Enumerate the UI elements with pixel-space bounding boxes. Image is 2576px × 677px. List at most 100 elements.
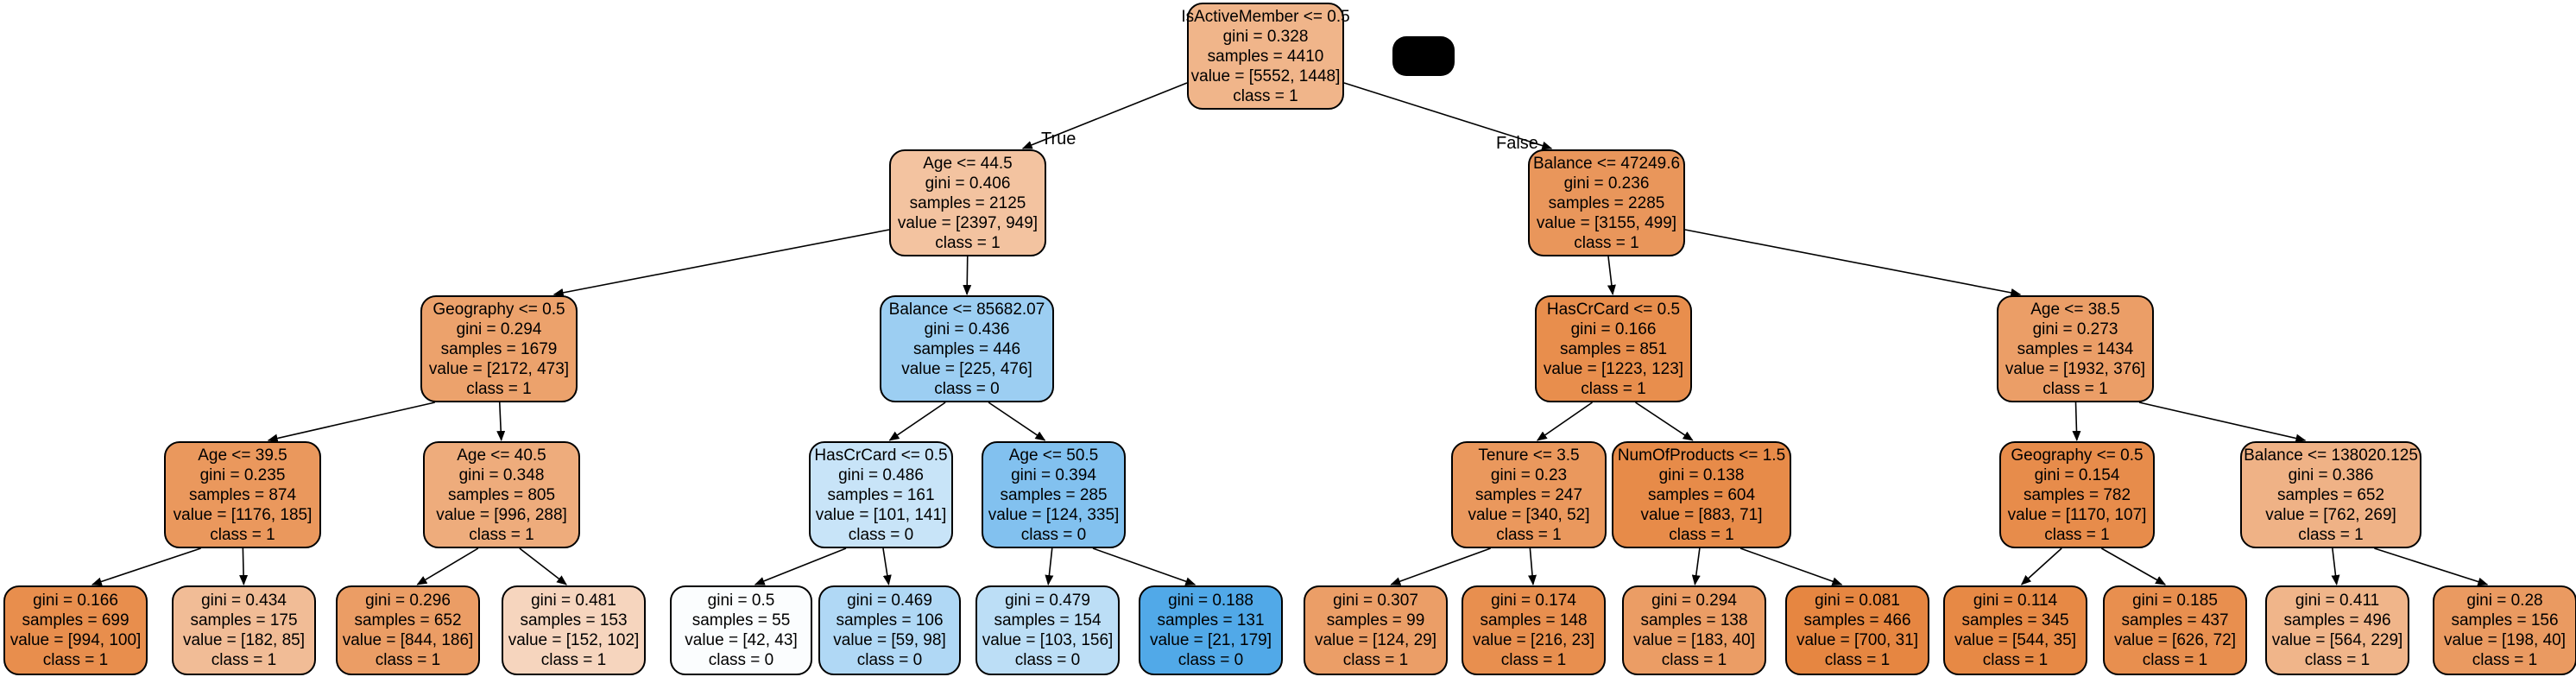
node-text-line: samples = 652 bbox=[2276, 485, 2385, 504]
node-text-line: Age <= 40.5 bbox=[457, 446, 546, 465]
node-text-line: samples = 805 bbox=[447, 485, 556, 504]
node-text-line: value = [626, 72] bbox=[2113, 631, 2237, 649]
node-text-line: value = [1176, 185] bbox=[173, 505, 313, 524]
node-text-line: value = [1223, 123] bbox=[1543, 359, 1684, 378]
node-text-line: class = 1 bbox=[1574, 233, 1639, 252]
node-text-line: gini = 0.294 bbox=[456, 320, 542, 338]
node-text-line: samples = 55 bbox=[691, 611, 791, 630]
node-text-line: class = 1 bbox=[935, 233, 1001, 252]
node-text-line: HasCrCard <= 0.5 bbox=[1546, 300, 1681, 319]
node-text-line: value = [3155, 499] bbox=[1536, 213, 1677, 232]
node-text-line: gini = 0.481 bbox=[531, 592, 616, 610]
node-text-line: value = [994, 100] bbox=[9, 631, 142, 649]
edge-n12-n26 bbox=[1739, 547, 1843, 586]
node-text-line: gini = 0.5 bbox=[707, 592, 775, 610]
node-text-line: value = [564, 229] bbox=[2271, 631, 2403, 649]
node-text-line: value = [996, 288] bbox=[436, 505, 567, 524]
node-text-line: samples = 153 bbox=[520, 611, 628, 630]
node-text-line: class = 1 bbox=[2298, 525, 2364, 544]
node-text-line: samples = 466 bbox=[1803, 611, 1911, 630]
node-text-line: value = [182, 85] bbox=[182, 631, 306, 649]
node-text-line: gini = 0.154 bbox=[2034, 465, 2120, 484]
node-text-line: samples = 446 bbox=[912, 339, 1021, 358]
node-text-line: gini = 0.411 bbox=[2295, 592, 2380, 610]
node-text-line: value = [1932, 376] bbox=[2005, 359, 2146, 378]
node-text-line: gini = 0.114 bbox=[1973, 592, 2058, 610]
node-text-line: gini = 0.236 bbox=[1563, 174, 1650, 193]
node-text-line: class = 0 bbox=[848, 525, 914, 544]
node-text-line: value = [544, 35] bbox=[1954, 631, 2077, 649]
node-text-line: gini = 0.394 bbox=[1011, 465, 1096, 484]
node-text-line: class = 1 bbox=[1500, 651, 1567, 669]
node-text-line: class = 1 bbox=[1496, 525, 1562, 544]
node-text-line: samples = 345 bbox=[1961, 611, 2069, 630]
edge-n6-n13 bbox=[2072, 402, 2081, 441]
node-text-line: samples = 604 bbox=[1647, 485, 1756, 504]
node-text-line: samples = 699 bbox=[22, 611, 129, 630]
node-text-line: Age <= 38.5 bbox=[2030, 300, 2120, 319]
node-text-line: value = [1170, 107] bbox=[2007, 505, 2147, 524]
node-text-line: samples = 161 bbox=[827, 485, 935, 504]
node-text-line: samples = 131 bbox=[1157, 611, 1265, 630]
edge-n2-n5 bbox=[1607, 256, 1616, 295]
node-text-line: NumOfProducts <= 1.5 bbox=[1617, 446, 1786, 465]
node-text-line: class = 1 bbox=[2304, 651, 2371, 669]
node-text-line: class = 0 bbox=[1014, 651, 1081, 669]
node-text-line: Tenure <= 3.5 bbox=[1478, 446, 1580, 465]
node-text-line: class = 1 bbox=[2042, 379, 2108, 398]
edge-n14-n30 bbox=[2374, 547, 2489, 586]
edge-label-true: True bbox=[1041, 130, 1076, 149]
node-text-line: gini = 0.386 bbox=[2288, 465, 2374, 484]
node-text-line: class = 1 bbox=[42, 651, 109, 669]
edge-n10-n22 bbox=[1092, 547, 1196, 586]
edge-n8-n18 bbox=[519, 547, 567, 585]
node-text-line: gini = 0.307 bbox=[1333, 592, 1418, 610]
node-text-line: samples = 1434 bbox=[2017, 339, 2134, 358]
node-text-line: value = [59, 98] bbox=[833, 631, 946, 649]
edge-n13-n27 bbox=[2020, 547, 2062, 585]
node-text-line: value = [2172, 473] bbox=[428, 359, 570, 378]
node-text-line: value = [124, 335] bbox=[988, 505, 1120, 524]
node-text-line: gini = 0.188 bbox=[1168, 592, 1253, 610]
node-text-line: class = 1 bbox=[1982, 651, 2049, 669]
edge-n4-n9 bbox=[888, 402, 946, 441]
node-text-line: gini = 0.081 bbox=[1815, 592, 1900, 610]
node-text-line: samples = 106 bbox=[836, 611, 944, 630]
edge-label-false: False bbox=[1496, 134, 1538, 153]
node-text-line: Geography <= 0.5 bbox=[432, 300, 565, 319]
node-text-line: value = [225, 476] bbox=[901, 359, 1032, 378]
edge-n3-n8 bbox=[496, 402, 506, 441]
node-text-line: class = 1 bbox=[469, 525, 534, 544]
node-text-line: Balance <= 138020.125 bbox=[2244, 446, 2418, 465]
edge-n1-n4 bbox=[963, 256, 972, 295]
node-text-line: Geography <= 0.5 bbox=[2011, 446, 2144, 465]
node-text-line: samples = 437 bbox=[2121, 611, 2229, 630]
node-text-line: value = [2397, 949] bbox=[897, 213, 1039, 232]
node-text-line: class = 1 bbox=[1342, 651, 1409, 669]
node-text-line: Balance <= 47249.6 bbox=[1532, 154, 1681, 173]
node-text-line: class = 1 bbox=[2044, 525, 2110, 544]
edge-n13-n28 bbox=[2100, 547, 2167, 585]
node-text-line: samples = 652 bbox=[354, 611, 462, 630]
node-text-line: value = [21, 179] bbox=[1149, 631, 1272, 649]
node-text-line: gini = 0.479 bbox=[1005, 592, 1090, 610]
node-text-line: gini = 0.436 bbox=[924, 320, 1010, 338]
node-text-line: value = [762, 269] bbox=[2265, 505, 2396, 524]
